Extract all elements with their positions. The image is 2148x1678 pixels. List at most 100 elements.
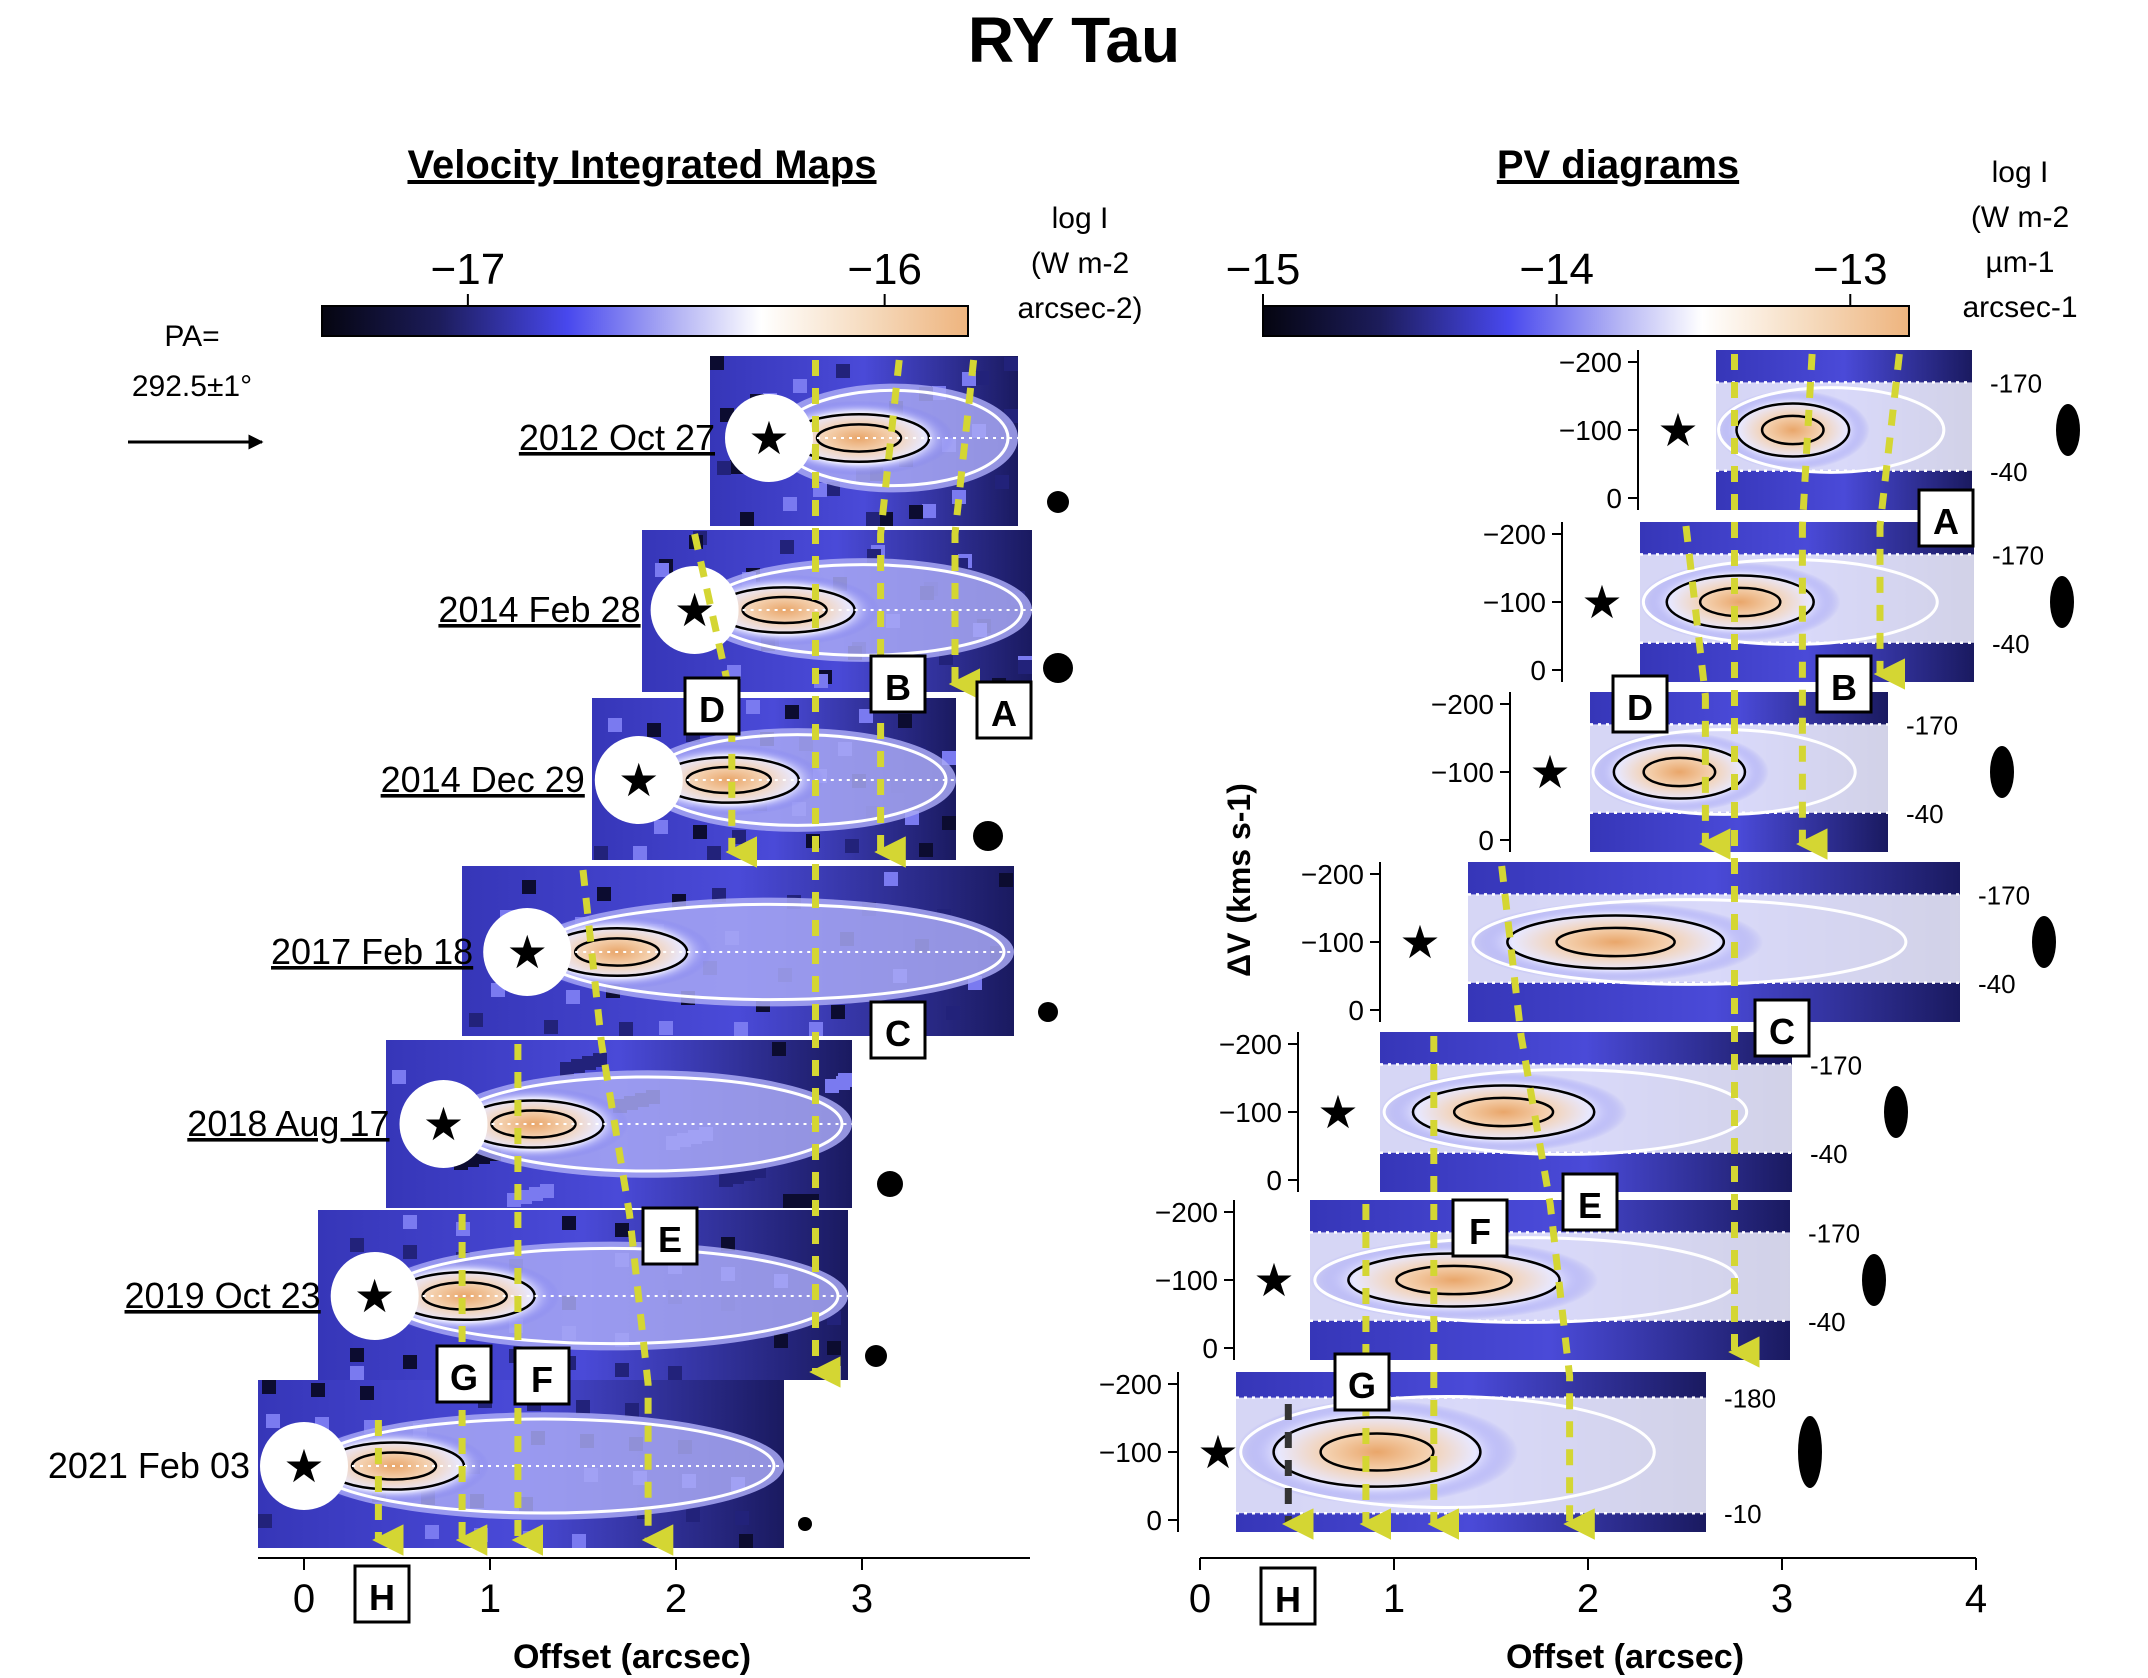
- map-noise: [654, 820, 668, 834]
- velocity-limit-label: -10: [1724, 1499, 1762, 1529]
- map-noise: [831, 1005, 845, 1019]
- svg-text:F: F: [1469, 1211, 1491, 1252]
- svg-text:D: D: [699, 689, 725, 730]
- knot-label-G: G: [1333, 1352, 1391, 1412]
- right-pv-diagrams: -170-40−200−1000★-170-40−200−1000★-170-4…: [1099, 347, 2080, 1626]
- map-noise: [739, 1534, 753, 1548]
- map-noise: [734, 1022, 748, 1036]
- star-mask: [725, 394, 813, 482]
- star-icon: ★: [423, 1098, 464, 1150]
- star-mask: [260, 1422, 348, 1510]
- map-noise: [593, 1053, 607, 1067]
- y-tick-label: −200: [1099, 1369, 1162, 1400]
- map-noise: [540, 1184, 554, 1198]
- y-tick-label: 0: [1146, 1505, 1162, 1536]
- svg-text:A: A: [1933, 501, 1959, 542]
- map-noise: [655, 563, 669, 577]
- knot-label-C: C: [869, 1000, 927, 1060]
- map-noise: [946, 1006, 960, 1020]
- map-noise: [717, 461, 731, 475]
- colorbar-label-line: log I: [1052, 202, 1109, 235]
- beam-marker: [1043, 653, 1073, 683]
- map-noise: [571, 1059, 585, 1073]
- map-noise: [615, 1223, 629, 1237]
- svg-text:E: E: [658, 1219, 682, 1260]
- knot-label-E: E: [1561, 1172, 1619, 1232]
- map-noise: [659, 1021, 673, 1035]
- y-tick-label: −200: [1155, 1197, 1218, 1228]
- colorbar-tick-label: −15: [1226, 245, 1301, 294]
- epoch-label: 2014 Feb 28: [438, 589, 640, 630]
- y-tick-label: −200: [1431, 689, 1494, 720]
- map-noise: [845, 839, 859, 853]
- pv-bright-region: [1380, 1072, 1628, 1152]
- map-noise: [879, 512, 893, 526]
- knot-label-D: D: [683, 676, 741, 736]
- knot-label-C: C: [1753, 998, 1811, 1058]
- knot-label-F: F: [1451, 1198, 1509, 1258]
- map-noise: [719, 1173, 733, 1187]
- beam-marker: [1884, 1086, 1908, 1138]
- knot-label-B: B: [1815, 654, 1873, 714]
- y-tick-label: −100: [1301, 927, 1364, 958]
- map-noise: [898, 714, 912, 728]
- colorbar-tick-label: −16: [847, 245, 922, 294]
- map-noise: [523, 1531, 537, 1545]
- pv-bright-region: [1590, 732, 1769, 812]
- map-noise: [710, 356, 724, 370]
- left-colorbar-ticks: −17−16: [431, 245, 922, 306]
- map-noise: [576, 1400, 590, 1414]
- map-noise: [572, 1534, 586, 1548]
- map-noise: [838, 1073, 852, 1087]
- y-tick-label: 0: [1202, 1333, 1218, 1364]
- star-mask: [594, 736, 683, 824]
- knot-label-H: H: [1259, 1566, 1317, 1626]
- map-panel: ★2017 Feb 18: [271, 866, 1058, 1036]
- contour-white: [1471, 898, 1908, 986]
- map-noise: [693, 825, 707, 839]
- star-mask: [483, 908, 572, 996]
- map-noise: [582, 1056, 596, 1070]
- velocity-limit-label: -170: [1808, 1218, 1860, 1248]
- beam-marker: [798, 1517, 812, 1531]
- y-tick-label: 0: [1478, 825, 1494, 856]
- right-y-label: ΔV (kms s-1): [1221, 783, 1257, 977]
- knot-track-A: [948, 359, 981, 700]
- x-tick-label: 2: [665, 1577, 687, 1621]
- knot-label-G: G: [435, 1344, 493, 1404]
- map-noise: [403, 1245, 417, 1259]
- map-noise: [403, 1215, 417, 1229]
- y-tick-label: 0: [1606, 483, 1622, 514]
- velocity-limit-label: -170: [1990, 368, 2042, 398]
- x-tick-label: 4: [1965, 1577, 1987, 1621]
- contour-black: [1452, 1096, 1555, 1128]
- beam-marker: [2056, 404, 2080, 456]
- epoch-label: 2017 Feb 18: [271, 931, 473, 972]
- map-panel: ★2019 Oct 23: [125, 1210, 887, 1380]
- colorbar-tick-label: −13: [1813, 245, 1888, 294]
- star-icon: ★: [354, 1270, 395, 1322]
- map-noise: [597, 887, 611, 901]
- velocity-limit-label: -180: [1724, 1384, 1776, 1414]
- y-tick-label: −100: [1559, 415, 1622, 446]
- map-noise: [909, 505, 923, 519]
- map-noise: [350, 1238, 364, 1252]
- map-noise: [619, 1022, 633, 1036]
- contour-black: [1698, 586, 1782, 618]
- map-panel: ★2014 Dec 29: [381, 698, 1003, 860]
- epoch-label: 2012 Oct 27: [519, 417, 715, 458]
- map-noise: [392, 1070, 406, 1084]
- map-noise: [866, 512, 880, 526]
- contour-white: [1239, 1395, 1656, 1509]
- x-tick-label: 3: [851, 1577, 873, 1621]
- map-noise: [730, 1170, 744, 1184]
- velocity-limit-label: -170: [1906, 710, 1958, 740]
